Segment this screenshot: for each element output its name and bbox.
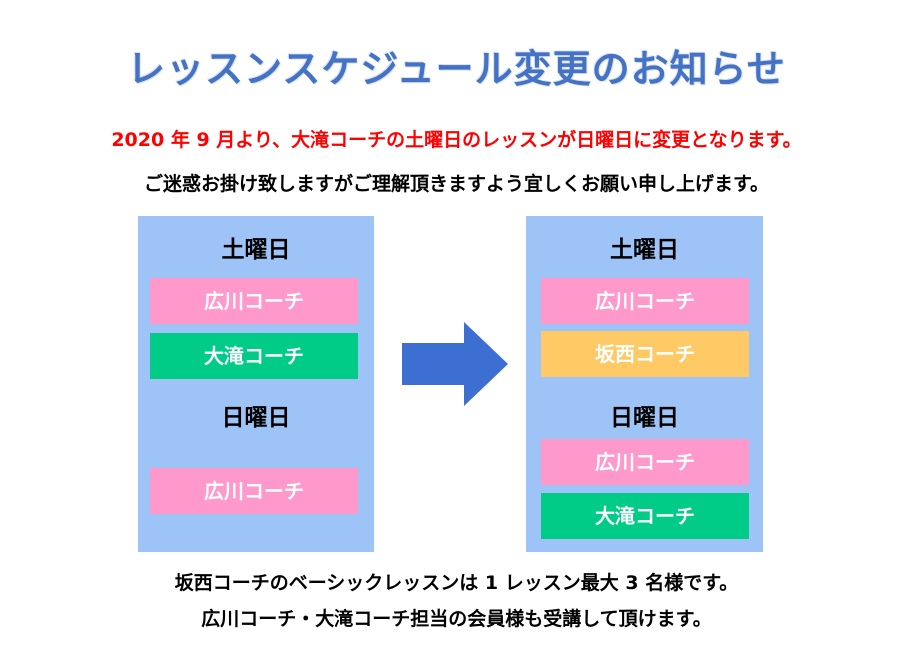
coach-slot: 広川コーチ	[541, 439, 749, 485]
coach-slot: 広川コーチ	[150, 278, 358, 324]
day-label-sunday: 日曜日	[610, 405, 679, 431]
apology-notice: ご迷惑お掛け致しますがご理解頂きますよう宜しくお願い申し上げます。	[143, 173, 770, 195]
right-arrow-icon	[402, 322, 508, 406]
day-label-sunday: 日曜日	[221, 405, 291, 431]
footer-note-members: 広川コーチ・大滝コーチ担当の会員様も受講して頂けます。	[201, 608, 712, 630]
coach-slot: 大滝コーチ	[150, 333, 358, 379]
coach-slot: 大滝コーチ	[541, 493, 749, 539]
page-title: レッスンスケジュール変更のお知らせ	[127, 47, 786, 91]
schedule-before-panel: 土曜日 広川コーチ 大滝コーチ 日曜日 広川コーチ	[138, 216, 374, 552]
footer-note-sakanishi: 坂西コーチのベーシックレッスンは 1 レッスン最大 3 名様です。	[174, 572, 739, 594]
day-label-saturday: 土曜日	[610, 237, 679, 263]
day-label-saturday: 土曜日	[221, 237, 291, 263]
change-notice: 2020 年 9 月より、大滝コーチの土曜日のレッスンが日曜日に変更となります。	[111, 129, 802, 151]
schedule-after-panel: 土曜日 広川コーチ 坂西コーチ 日曜日 広川コーチ 大滝コーチ	[526, 216, 763, 552]
coach-slot: 広川コーチ	[150, 468, 358, 514]
coach-slot: 広川コーチ	[541, 278, 749, 324]
coach-slot: 坂西コーチ	[541, 331, 749, 377]
